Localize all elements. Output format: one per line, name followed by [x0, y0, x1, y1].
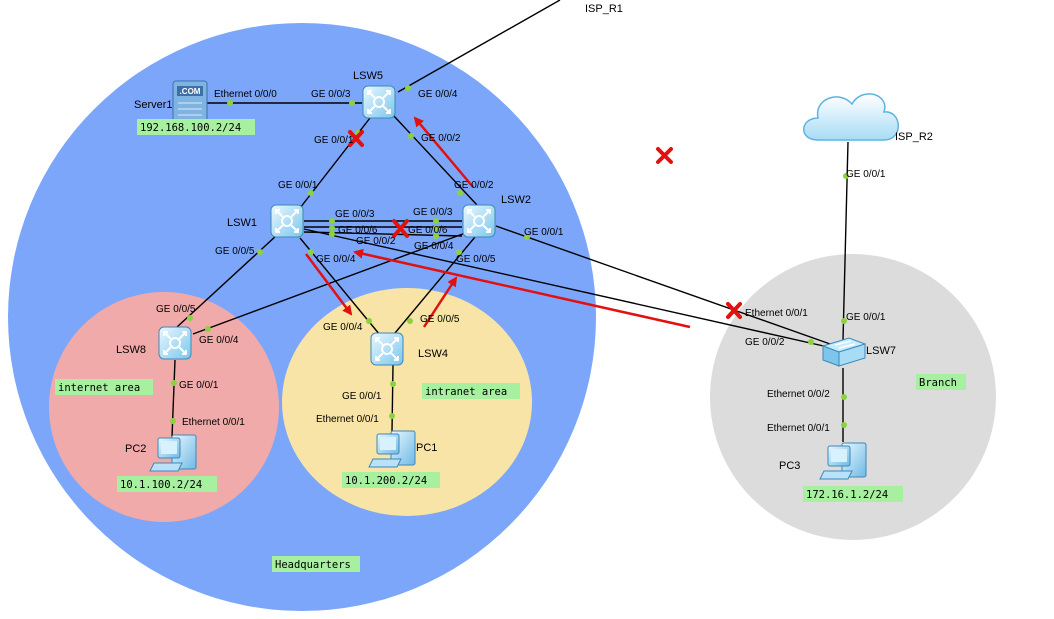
internet-area-label: internet area: [58, 382, 140, 394]
port-label: GE 0/0/1: [278, 180, 318, 191]
switch-lsw7-icon[interactable]: [821, 337, 867, 367]
link-lsw2-lsw7: [495, 225, 834, 346]
branch-area-label: Branch: [919, 377, 957, 389]
pc3-address: 172.16.1.2/24: [806, 489, 888, 501]
port-label: GE 0/0/1: [342, 391, 382, 402]
lsw1-label: LSW1: [227, 217, 257, 229]
port-label: GE 0/0/2: [356, 236, 396, 247]
port-label: GE 0/0/1: [314, 135, 354, 146]
port-labels: Ethernet 0/0/0 GE 0/0/3 GE 0/0/4 GE 0/0/…: [156, 89, 886, 434]
link-lsw1-lsw7: [303, 228, 829, 348]
intranet-area-label: intranet area: [425, 386, 507, 398]
port-label: GE 0/0/2: [745, 337, 785, 348]
arrow-lsw7-to-lsw1: [353, 248, 691, 329]
branch-area: [710, 254, 996, 540]
area-tags: internet area intranet area Branch Headq…: [55, 374, 966, 572]
port-label: Ethernet 0/0/1: [182, 417, 245, 428]
cross-lsw5-lsw1: [348, 130, 364, 147]
port-label: GE 0/0/3: [335, 209, 375, 220]
headquarters-area-label: Headquarters: [275, 559, 351, 571]
link-lsw2-lsw8: [192, 231, 469, 335]
lsw7-label: LSW7: [866, 345, 896, 357]
arrow-lsw1-to-lsw4: [305, 253, 353, 316]
port-label: GE 0/0/5: [456, 254, 496, 265]
switch-lsw8-icon[interactable]: [158, 326, 192, 360]
port-label: Ethernet 0/0/1: [767, 423, 830, 434]
isp-r2-cloud-icon[interactable]: [803, 93, 899, 141]
lsw8-label: LSW8: [116, 344, 146, 356]
port-label: Ethernet 0/0/1: [316, 414, 379, 425]
lsw5-label: LSW5: [353, 70, 383, 82]
link-lsw5-ispr1: [397, 0, 561, 93]
port-label: GE 0/0/4: [316, 254, 356, 265]
port-label: GE 0/0/2: [421, 133, 461, 144]
switch-lsw5-icon[interactable]: [362, 85, 396, 119]
switch-lsw2-icon[interactable]: [462, 204, 496, 238]
link-lsw5-lsw2: [392, 114, 478, 206]
cross-floating: [656, 147, 673, 164]
port-label: GE 0/0/4: [414, 241, 454, 252]
isp-r1-label: ISP_R1: [585, 3, 623, 15]
pc2-label: PC2: [125, 443, 146, 455]
port-label: GE 0/0/4: [323, 322, 363, 333]
lsw4-label: LSW4: [418, 348, 448, 360]
link-down-markers: [348, 130, 742, 319]
port-label: GE 0/0/5: [420, 314, 460, 325]
link-lsw1-lsw4: [299, 237, 381, 336]
cross-lsw1-lsw2: [392, 219, 409, 238]
traffic-arrows: [305, 116, 691, 329]
port-markers: [170, 85, 849, 428]
lsw2-label: LSW2: [501, 194, 531, 206]
port-label: GE 0/0/5: [156, 304, 196, 315]
link-lsw8-pc2: [171, 359, 176, 438]
address-tags: 192.168.100.2/24 10.1.100.2/24 10.1.200.…: [117, 119, 903, 502]
arrow-lsw4-to-lsw2: [422, 276, 458, 328]
port-label: Ethernet 0/0/0: [214, 89, 277, 100]
cross-lsw7-eth1: [726, 302, 742, 319]
port-label: GE 0/0/6: [338, 225, 378, 236]
isp-r2-label: ISP_R2: [895, 131, 933, 143]
switch-lsw1-icon[interactable]: [270, 204, 304, 238]
port-label: GE 0/0/1: [846, 312, 886, 323]
pc1-address: 10.1.200.2/24: [345, 475, 427, 487]
device-labels: LSW5 LSW1 LSW2 LSW8 LSW4 LSW7 Server1 PC…: [116, 3, 933, 472]
server-badge: .COM: [180, 87, 201, 96]
pc3-label: PC3: [779, 460, 800, 472]
port-label: GE 0/0/4: [418, 89, 458, 100]
port-label: GE 0/0/6: [408, 225, 448, 236]
server1-label: Server1: [134, 99, 173, 111]
intranet-area: [282, 288, 532, 516]
link-lsw4-pc1: [391, 364, 394, 433]
arrow-lsw2-to-lsw5: [413, 116, 474, 188]
port-label: GE 0/0/2: [454, 180, 494, 191]
pc1-label: PC1: [416, 442, 437, 454]
port-label: GE 0/0/5: [215, 246, 255, 257]
port-label: Ethernet 0/0/1: [745, 308, 808, 319]
internet-area: [49, 292, 279, 522]
server1-icon[interactable]: .COM: [172, 80, 208, 124]
port-label: GE 0/0/4: [199, 335, 239, 346]
port-label: GE 0/0/1: [179, 380, 219, 391]
port-label: GE 0/0/3: [311, 89, 351, 100]
port-label: GE 0/0/1: [524, 227, 564, 238]
switch-lsw4-icon[interactable]: [370, 332, 404, 366]
port-label: GE 0/0/3: [413, 207, 453, 218]
pc2-address: 10.1.100.2/24: [120, 479, 202, 491]
port-label: Ethernet 0/0/2: [767, 389, 830, 400]
server1-address: 192.168.100.2/24: [140, 122, 241, 134]
port-label: GE 0/0/1: [846, 169, 886, 180]
